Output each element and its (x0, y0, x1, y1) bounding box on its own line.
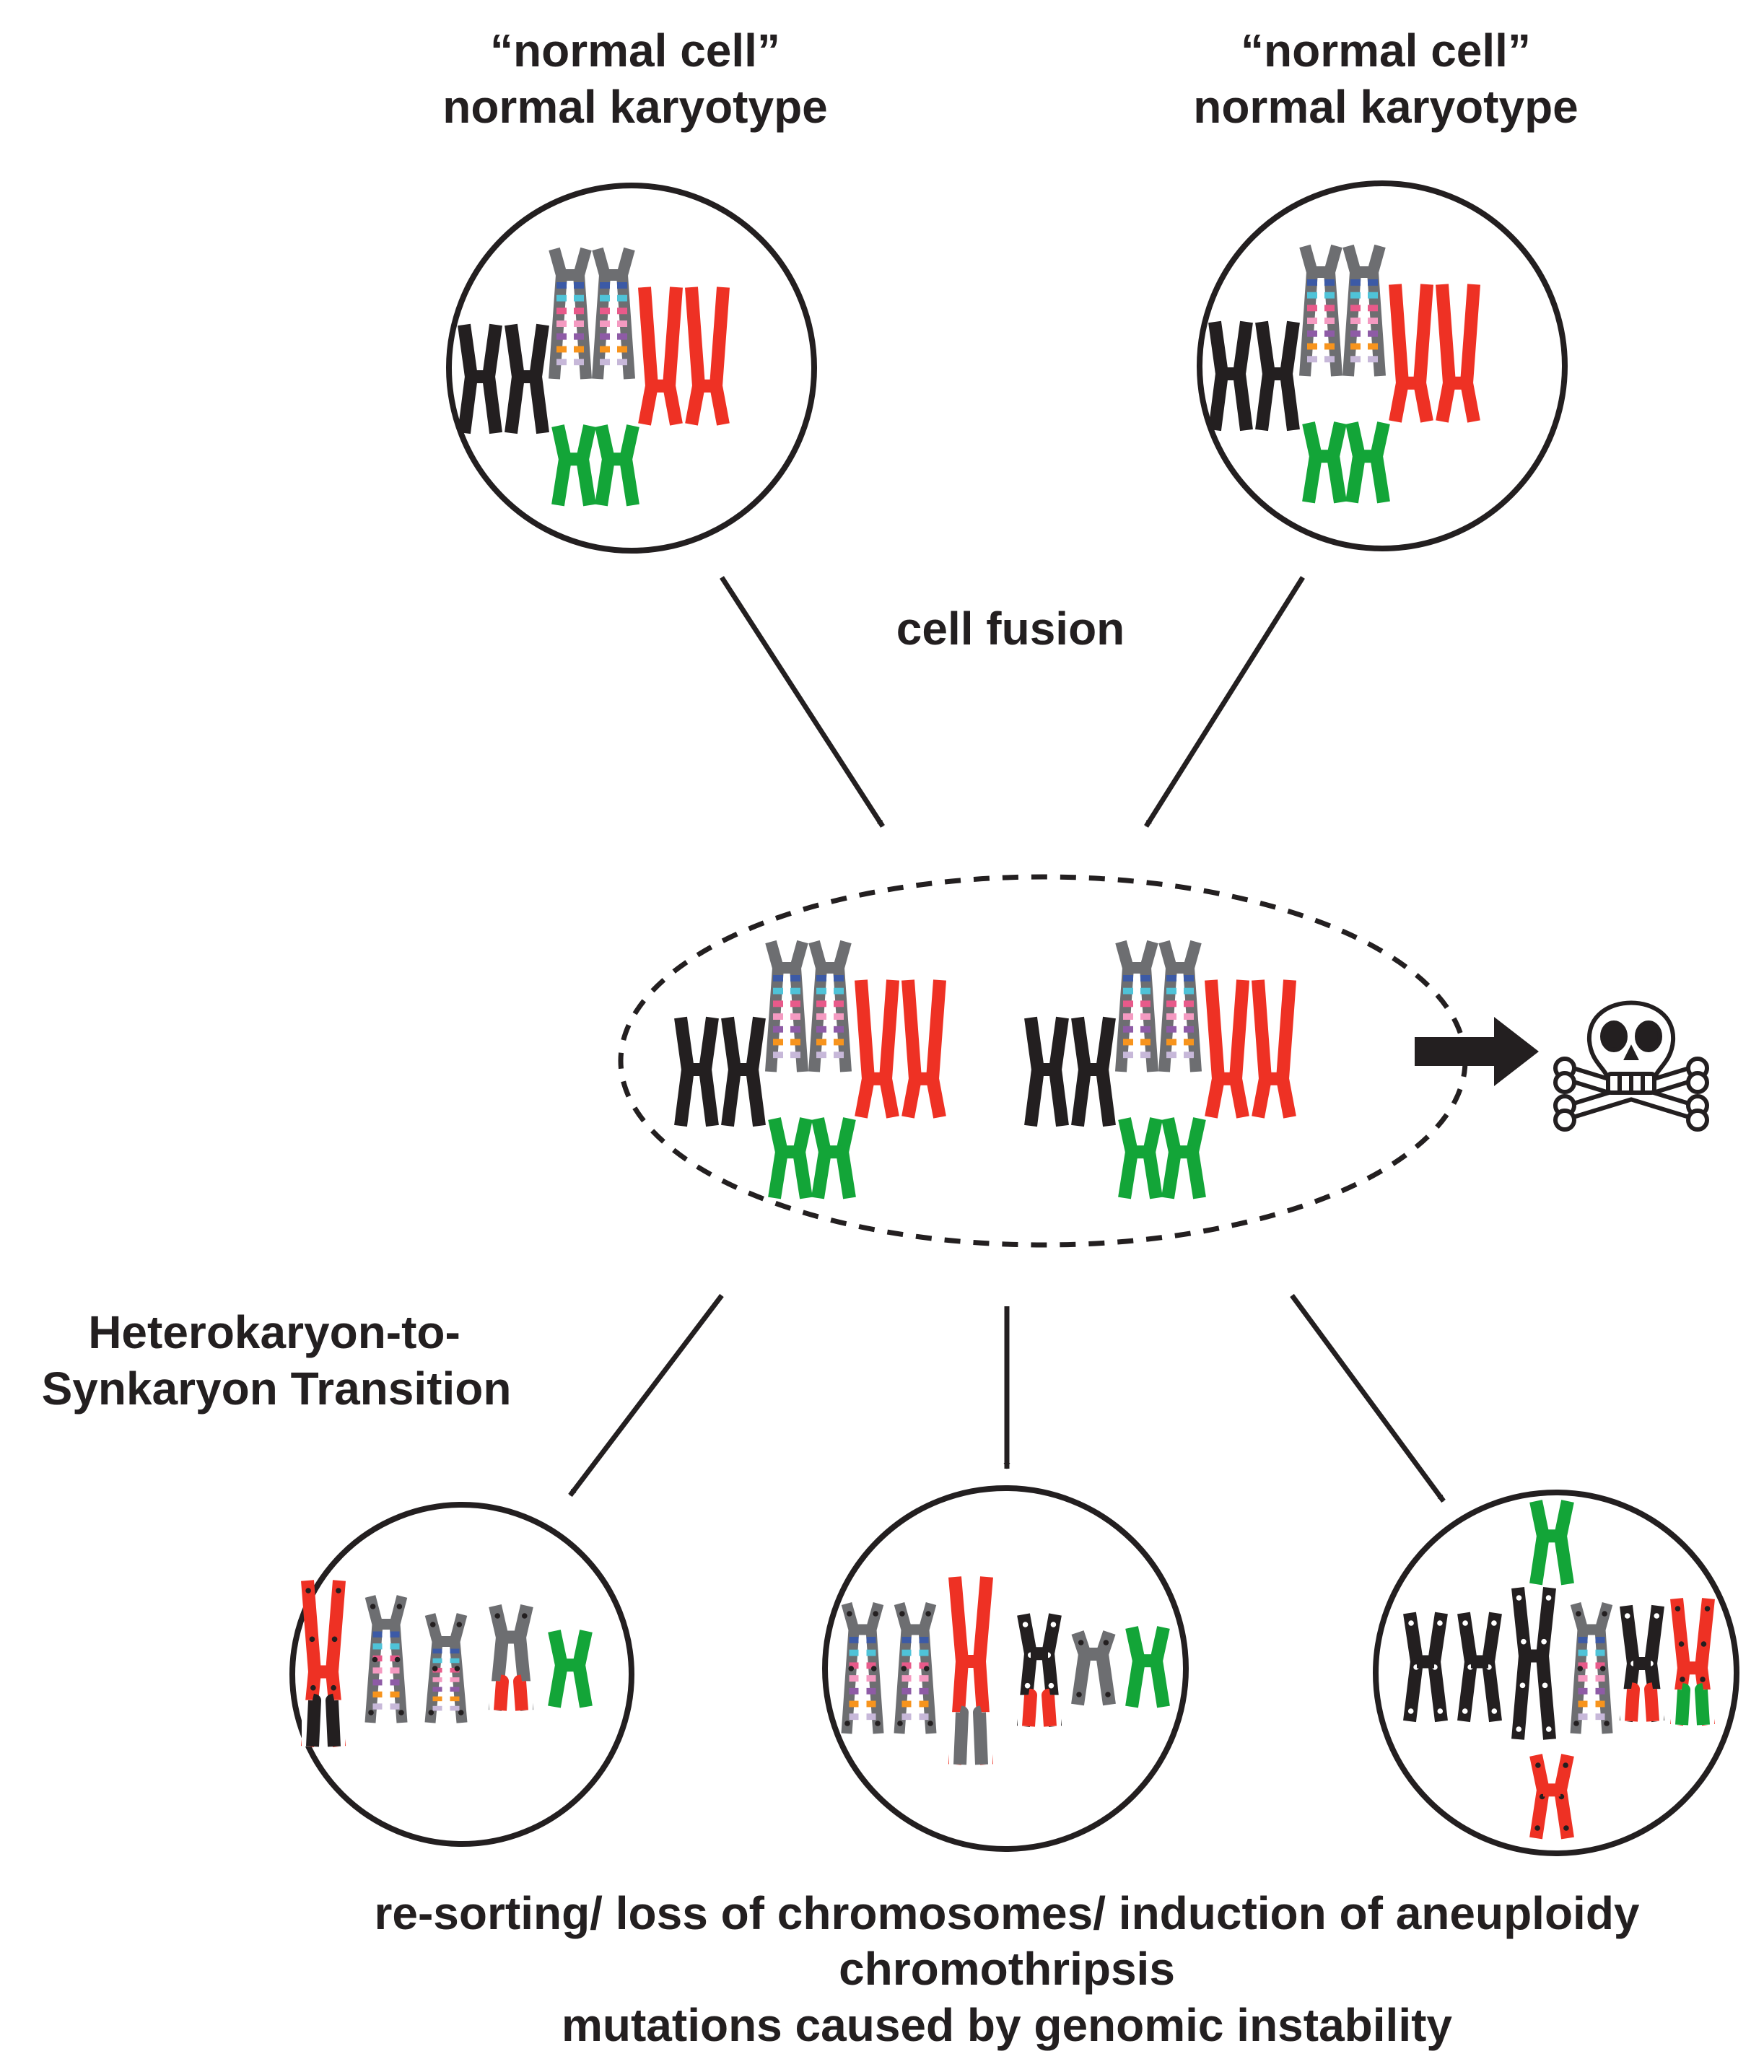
d3-chromosome-black-2 (1457, 1612, 1502, 1723)
outcome-line-aneuploidy: re-sorting/ loss of chromosomes/ inducti… (374, 1887, 1639, 1939)
d2-chromosome-red-gray (948, 1576, 993, 1765)
d1-chromosome-gray-red (489, 1604, 533, 1711)
d2-chromosome-green (1125, 1626, 1170, 1708)
fused-a-chromosome-red-2 (901, 979, 946, 1119)
right-chromosome-green-2 (1345, 421, 1390, 504)
left-chromosome-red-1 (638, 287, 683, 426)
fused-a-chromosome-black-1 (674, 1016, 719, 1127)
left-chromosome-gray-1 (549, 247, 592, 380)
fusion-arrow-left (720, 576, 885, 828)
daughter-cell-middle (822, 1485, 1189, 1852)
karyotype-left (458, 247, 730, 507)
fused-b-chromosome-gray-2 (1158, 940, 1202, 1072)
left-chromosome-black-1 (458, 323, 502, 434)
d1-chromosome-red-black (301, 1580, 346, 1747)
death-arrow (1415, 1017, 1539, 1086)
fused-a-chromosome-green-2 (811, 1117, 856, 1199)
outcome-line-chromothripsis: chromothripsis (839, 1943, 1175, 1995)
d3-chromosome-black-3 (1511, 1587, 1556, 1740)
left-chromosome-gray-2 (592, 247, 635, 380)
right-chromosome-gray-2 (1342, 244, 1386, 377)
fused-b-chromosome-black-1 (1024, 1016, 1069, 1127)
transition-label-line1: Heterokaryon-to- (88, 1306, 460, 1358)
right-chromosome-black-1 (1208, 320, 1253, 432)
outcome-arrow-left (568, 1293, 724, 1498)
fused-b-chromosome-red-1 (1205, 979, 1249, 1119)
outcome-arrow-right (1290, 1293, 1446, 1503)
fusion-label: cell fusion (896, 603, 1125, 655)
d2-chromosome-gray-1 (841, 1601, 884, 1734)
transition-label-line2: Synkaryon Transition (42, 1363, 512, 1415)
right-chromosome-red-1 (1389, 284, 1433, 423)
fused-a-chromosome-green-1 (768, 1117, 813, 1199)
left-chromosome-green-2 (595, 424, 639, 507)
normal-cell-left (446, 183, 817, 554)
normal-cell-right (1197, 180, 1568, 551)
fused-b-chromosome-red-2 (1252, 979, 1296, 1119)
d2-chromosome-gray-3 (1071, 1630, 1116, 1706)
cell-right-title: “normal cell” (1241, 25, 1531, 77)
fused-a-chromosome-black-2 (721, 1016, 766, 1127)
d1-chromosome-gray (424, 1613, 468, 1723)
d1-chromosome-green-gray (364, 1595, 408, 1723)
cell-left-title: “normal cell” (490, 25, 780, 77)
d3-chromosome-green-top (1529, 1500, 1574, 1586)
fused-a-chromosome-red-1 (855, 979, 899, 1119)
d3-chromosome-red-bottom (1529, 1754, 1574, 1840)
fusion-arrow-right (1144, 576, 1305, 828)
fused-b-chromosome-gray-1 (1115, 940, 1158, 1072)
right-chromosome-red-2 (1436, 284, 1480, 423)
fused-b-chromosome-green-1 (1118, 1117, 1163, 1199)
d3-chromosome-black-red (1620, 1604, 1664, 1723)
cell-left-subtitle: normal karyotype (442, 81, 828, 133)
fused-b-chromosome-green-2 (1161, 1117, 1206, 1199)
karyotype-right (1208, 244, 1480, 504)
right-chromosome-gray-1 (1299, 244, 1342, 377)
fused-karyotype (674, 940, 1296, 1199)
right-chromosome-green-1 (1302, 421, 1347, 504)
left-chromosome-red-2 (685, 287, 730, 426)
daughter-karyotype-middle (841, 1576, 1170, 1765)
cell-right-subtitle: normal karyotype (1193, 81, 1579, 133)
daughter-karyotype-left (301, 1580, 593, 1747)
d3-chromosome-red-green (1670, 1598, 1715, 1726)
fused-b-chromosome-black-2 (1071, 1016, 1116, 1127)
d1-chromosome-green (548, 1630, 593, 1708)
left-chromosome-green-1 (551, 424, 596, 507)
d2-chromosome-gray-2 (894, 1601, 937, 1734)
right-chromosome-black-2 (1255, 320, 1300, 432)
fused-a-chromosome-gray-2 (808, 940, 852, 1072)
fused-a-chromosome-gray-1 (765, 940, 808, 1072)
left-chromosome-black-2 (505, 323, 549, 434)
outcome-line-mutations: mutations caused by genomic instability (562, 1999, 1452, 2051)
skull-crossbones-icon (1553, 1000, 1709, 1132)
d2-chromosome-black-red (1017, 1613, 1062, 1727)
d3-chromosome-black-1 (1403, 1612, 1448, 1723)
daughter-karyotype-right (1403, 1500, 1715, 1840)
daughter-cell-right (1373, 1490, 1739, 1856)
d3-chromosome-gray (1570, 1601, 1613, 1734)
daughter-cell-left (289, 1502, 634, 1847)
